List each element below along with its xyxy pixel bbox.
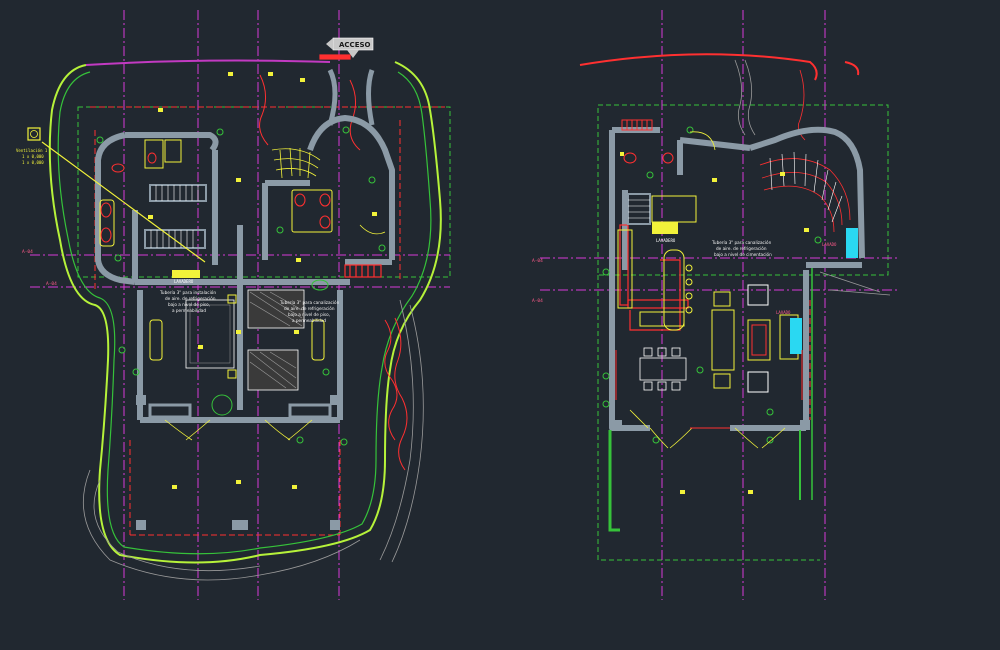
- left-tag: LAVADERO: [174, 279, 194, 284]
- right-note-a: Tubería 3" para canalización: [711, 240, 772, 245]
- right-note-c: bajo a nivel de cimentación: [714, 252, 772, 257]
- right-cyan-block-a: [790, 318, 802, 354]
- left-red-fixtures: [319, 54, 382, 278]
- left-red-squiggles: [259, 74, 408, 471]
- right-top-edge: [579, 53, 818, 81]
- right-tag: LAVADERO: [656, 238, 676, 243]
- right-note-b: de aire. de refrigeración: [716, 246, 767, 251]
- left-entry-wall-b: [366, 69, 375, 126]
- left-leader-line: [41, 141, 206, 263]
- left-note-2c: bajo a nivel de piso,: [288, 312, 330, 317]
- left-bath-fixtures: [100, 152, 331, 243]
- left-columns: [136, 395, 340, 530]
- left-furniture: [149, 294, 325, 379]
- left-entry-wall-a: [327, 68, 338, 126]
- vent-note-2: 1 x 0,000: [22, 154, 44, 159]
- left-top-edge: [85, 59, 331, 66]
- left-note-2b: de aire. de refrigeración: [284, 306, 335, 311]
- right-kitchen-counter: [619, 224, 689, 331]
- right-lower-wall-a: [608, 430, 620, 532]
- right-yellow-fixture: [652, 222, 678, 234]
- left-note-1d: a permeabilidad: [172, 308, 206, 313]
- left-red-dashed-lines: [90, 106, 445, 536]
- left-yellow-fixture: [172, 270, 200, 278]
- right-appliance: [651, 195, 697, 223]
- left-outer-boundary: [48, 61, 442, 564]
- right-stair-treads: [769, 151, 843, 223]
- right-sofas: [711, 284, 799, 393]
- left-note-1b: de aire. de refrigeración: [165, 296, 216, 301]
- right-cyan-block-b: [846, 228, 858, 258]
- right-top-edge-b: [844, 61, 860, 76]
- left-inner-boundary: [57, 71, 432, 555]
- vent-note-1: Ventilación 1: [16, 148, 48, 153]
- left-walls: [95, 115, 395, 423]
- left-note-2d: a permeabilidad: [292, 318, 326, 323]
- right-stair-small: [627, 193, 651, 225]
- vent-badge-icon: [30, 130, 38, 138]
- left-note-1a: Tubería 3" para instalación: [159, 290, 216, 295]
- left-floor-plan: LAVADERO Ventilación 1 1 x 0,000 1 x 0,0…: [16, 10, 451, 600]
- right-light-fixtures: [620, 152, 809, 494]
- right-kitchen-island: [617, 229, 693, 331]
- axis-label-c: A-04: [532, 258, 543, 264]
- right-cyan-label-1: LAVADO: [822, 242, 837, 247]
- right-grid-axes: [540, 10, 900, 600]
- left-bath-outlines: [99, 139, 333, 416]
- left-garden-path: [82, 299, 424, 581]
- left-outlets: [96, 126, 386, 446]
- right-floor-plan: LAVADERO LAVADO: [532, 10, 900, 600]
- right-door-swings: [629, 131, 786, 449]
- right-dining-table: [639, 347, 687, 391]
- left-note-2a: Tubería 3" para canalización: [279, 300, 340, 305]
- right-terrace-lines: [819, 271, 891, 296]
- vent-note-3: 1 x 0,000: [22, 160, 44, 165]
- right-grill: [621, 119, 674, 164]
- axis-label-d: A-04: [532, 298, 543, 304]
- left-note-1c: bajo a nivel de piso,: [168, 302, 210, 307]
- right-columns: [612, 420, 810, 430]
- right-outlets: [602, 126, 822, 444]
- right-curved-stair: [759, 158, 851, 233]
- axis-label-a: A-04: [22, 249, 33, 255]
- right-cyan-label-2: LAVADO: [776, 310, 791, 315]
- left-curved-stair: [271, 147, 321, 179]
- left-light-fixtures: [148, 72, 377, 489]
- right-lower-boundary: [597, 275, 820, 561]
- right-red-squiggles: [734, 59, 756, 136]
- access-arrow: [326, 37, 374, 58]
- right-window-lines: [615, 350, 803, 429]
- left-beds: [185, 289, 305, 391]
- access-label: ACCESO: [339, 41, 371, 49]
- left-stair-1: [144, 184, 207, 249]
- vent-badge: [27, 127, 41, 141]
- axis-label-b: A-04: [46, 281, 57, 287]
- left-door-swings: [164, 224, 386, 441]
